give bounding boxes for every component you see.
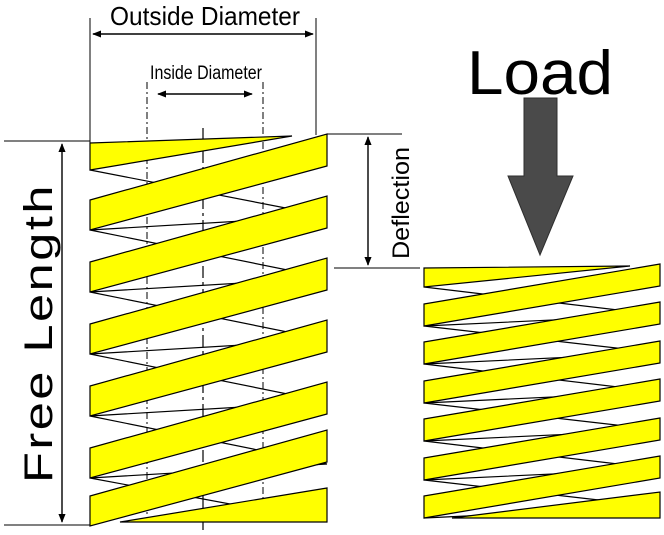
- load-indicator: Load: [467, 39, 613, 257]
- compressed-spring-coil: [423, 263, 661, 327]
- outside-diameter-dimension: Outside Diameter: [89, 1, 317, 143]
- spring-coil: [89, 195, 328, 293]
- compressed-spring-coil: [423, 301, 661, 365]
- free-spring: [89, 82, 328, 530]
- compressed-spring-coil: [423, 417, 661, 481]
- inside-diameter-label: Inside Diameter: [150, 63, 263, 84]
- compressed-spring-bottom-end-coil: [451, 491, 661, 519]
- spring-top-end-coil: [89, 135, 293, 171]
- spring-coil: [89, 257, 328, 355]
- load-label: Load: [467, 39, 613, 108]
- compressed-spring: [423, 263, 661, 519]
- compressed-spring-top-end-coil: [423, 265, 631, 288]
- inside-diameter-dimension: Inside Diameter: [150, 63, 263, 98]
- spring-bottom-end-coil: [119, 487, 328, 523]
- spring-coil: [89, 429, 328, 527]
- free-length-label: Free Length: [17, 183, 61, 483]
- compressed-spring-coil: [423, 455, 661, 519]
- outside-diameter-label: Outside Diameter: [110, 1, 300, 31]
- deflection-dimension: Deflection: [327, 133, 420, 269]
- spring-coil: [89, 133, 328, 231]
- spring-coil: [89, 381, 328, 479]
- compressed-spring-coil: [423, 378, 661, 442]
- deflection-label: Deflection: [388, 147, 415, 259]
- compressed-spring-coil: [423, 340, 661, 404]
- spring-coil: [89, 319, 328, 417]
- free-length-dimension: Free Length: [4, 140, 90, 526]
- load-arrow: [507, 97, 574, 257]
